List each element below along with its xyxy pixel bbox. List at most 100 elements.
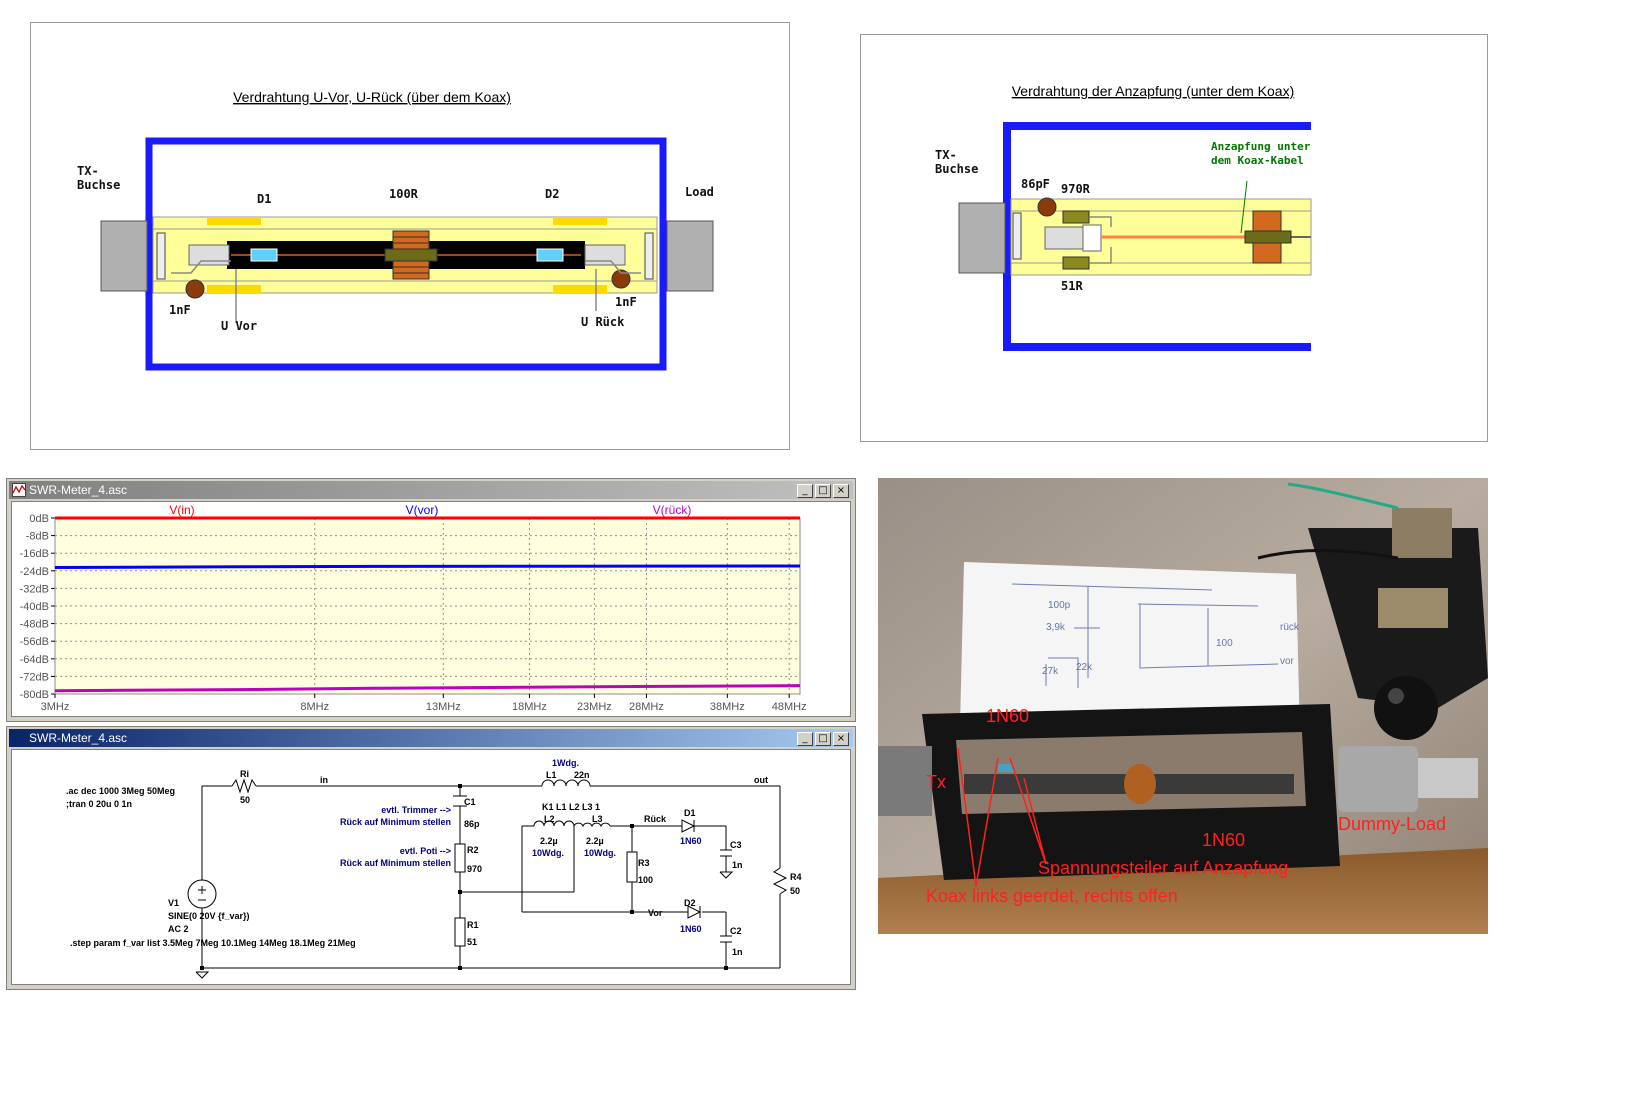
schematic-window: SWR-Meter_4.asc _ □ × bbox=[6, 726, 856, 990]
net-out: out bbox=[754, 775, 768, 785]
d2-label: D2 bbox=[684, 898, 696, 908]
tap-note: Anzapfung unter bbox=[1211, 140, 1311, 153]
photo-label-coax: Koax links geerdet, rechts offen bbox=[926, 886, 1178, 906]
pad bbox=[207, 285, 261, 293]
waveform-plot[interactable]: 0dB-8dB-16dB-24dB-32dB-40dB-48dB-56dB-64… bbox=[12, 502, 851, 717]
c2-label: C2 bbox=[730, 926, 742, 936]
l2-label: L2 bbox=[544, 814, 555, 824]
ri-label: Ri bbox=[240, 769, 249, 779]
minimize-button[interactable]: _ bbox=[797, 732, 813, 746]
schematic-window-title: SWR-Meter_4.asc bbox=[29, 731, 128, 745]
minimize-button[interactable]: _ bbox=[797, 484, 813, 498]
sketch-label: 100p bbox=[1048, 600, 1071, 611]
d2-label: D2 bbox=[545, 187, 559, 201]
tx-label: Buchse bbox=[935, 162, 978, 176]
c-right-label: 1nF bbox=[615, 295, 637, 309]
maximize-button[interactable]: □ bbox=[815, 484, 831, 498]
trace-line bbox=[54, 684, 801, 693]
tx-connector bbox=[100, 220, 148, 292]
c1-value: 86p bbox=[464, 819, 480, 829]
pencil-sketch bbox=[1011, 583, 1279, 688]
plot-window: SWR-Meter_4.asc _ □ × 0dB -8dB -16dB -24dB -… bbox=[6, 478, 856, 722]
d1-label: D1 bbox=[257, 192, 271, 206]
trace-legend-label[interactable]: V(rück) bbox=[653, 503, 692, 517]
r1-value: 51 bbox=[467, 937, 477, 947]
trace-line bbox=[54, 564, 801, 569]
pad bbox=[207, 217, 261, 225]
v1-ac: AC 2 bbox=[168, 924, 189, 934]
wiring-diagram-upper-drawing: Verdrahtung U-Vor, U-Rück (über dem Koax… bbox=[77, 89, 714, 371]
enclosure bbox=[1003, 122, 1311, 351]
photo-label-diode-top: 1N60 bbox=[986, 706, 1029, 726]
diagram-title: Verdrahtung der Anzapfung (unter dem Koa… bbox=[1012, 83, 1295, 99]
schematic-labels: .ac dec 1000 3Meg 50Meg ;tran 0 20u 0 1n… bbox=[66, 758, 802, 957]
sketch-label: 100 bbox=[1216, 638, 1233, 649]
u-rueck-label: U Rück bbox=[581, 315, 625, 329]
y-tick-label: 0dB bbox=[29, 513, 49, 525]
r4-label: R4 bbox=[790, 872, 802, 882]
y-tick-label: -48dB bbox=[20, 619, 49, 631]
directive-tran: ;tran 0 20u 0 1n bbox=[66, 799, 132, 809]
x-tick-label: 28MHz bbox=[629, 701, 664, 713]
wiring-diagram-upper: Verdrahtung U-Vor, U-Rück (über dem Koax… bbox=[30, 22, 790, 450]
trimmer-note: Rück auf Minimum stellen bbox=[340, 817, 451, 827]
tap-note: dem Koax-Kabel bbox=[1211, 154, 1304, 167]
trace-legend[interactable]: V(in) V(vor) V(rück) bbox=[169, 503, 691, 517]
d1-value: 1N60 bbox=[680, 836, 702, 846]
photo-label-tx: Tx bbox=[926, 772, 946, 792]
dummy-load-connector bbox=[1338, 746, 1418, 812]
maximize-button[interactable]: □ bbox=[815, 732, 831, 746]
directive-step: .step param f_var list 3.5Meg 7Meg 10.1M… bbox=[70, 938, 356, 948]
net-in: in bbox=[320, 775, 328, 785]
resistor-51r bbox=[1062, 256, 1090, 270]
trimmer-note: evtl. Trimmer --> bbox=[381, 805, 451, 815]
resistor-970r bbox=[1062, 210, 1090, 224]
close-button[interactable]: × bbox=[833, 484, 849, 498]
hardware-photo: 100p 3,9k 27k 22k 100 rück vor bbox=[878, 478, 1488, 934]
load-label: Load bbox=[685, 185, 714, 199]
y-tick-label: -40dB bbox=[20, 601, 49, 613]
diagram-title: Verdrahtung U-Vor, U-Rück (über dem Koax… bbox=[233, 89, 511, 105]
l1-note: 1Wdg. bbox=[552, 758, 579, 768]
l1-value: 22n bbox=[574, 770, 590, 780]
schematic[interactable]: .ac dec 1000 3Meg 50Meg ;tran 0 20u 0 1n… bbox=[12, 750, 851, 985]
toroid bbox=[1124, 764, 1156, 804]
v1-label: V1 bbox=[168, 898, 179, 908]
r4-value: 50 bbox=[790, 886, 800, 896]
l2-value: 2.2µ bbox=[540, 836, 558, 846]
y-tick-label: -24dB bbox=[20, 566, 49, 578]
wires bbox=[187, 778, 788, 979]
y-tick-label: -56dB bbox=[20, 636, 49, 648]
traces bbox=[54, 516, 801, 693]
key-knob bbox=[1374, 676, 1438, 740]
d2-value: 1N60 bbox=[680, 924, 702, 934]
cap-label: 86pF bbox=[1021, 177, 1050, 191]
y-tick-label: -8dB bbox=[26, 531, 49, 543]
r3-label: R3 bbox=[638, 858, 650, 868]
u-vor-label: U Vor bbox=[221, 319, 257, 333]
plot-window-titlebar[interactable]: SWR-Meter_4.asc _ □ × bbox=[9, 481, 853, 499]
schematic-window-titlebar[interactable]: SWR-Meter_4.asc _ □ × bbox=[9, 729, 853, 747]
wiring-diagram-tap: Verdrahtung der Anzapfung (unter dem Koa… bbox=[860, 34, 1488, 442]
c2-value: 1n bbox=[732, 947, 743, 957]
plot-window-title: SWR-Meter_4.asc bbox=[29, 483, 128, 497]
sketch-label: vor bbox=[1280, 656, 1295, 667]
trace-legend-label[interactable]: V(in) bbox=[169, 503, 194, 517]
close-button[interactable]: × bbox=[833, 732, 849, 746]
r3-value: 100 bbox=[638, 875, 653, 885]
wiring-diagram-tap-drawing: Verdrahtung der Anzapfung (unter dem Koa… bbox=[935, 83, 1312, 351]
y-tick-label: -16dB bbox=[20, 548, 49, 560]
x-tick-label: 8MHz bbox=[300, 701, 329, 713]
tx-label: TX- bbox=[77, 164, 99, 178]
directive-ac: .ac dec 1000 3Meg 50Meg bbox=[66, 786, 175, 796]
y-tick-label: -72dB bbox=[20, 671, 49, 683]
trace-legend-label[interactable]: V(vor) bbox=[406, 503, 439, 517]
poti-note: Rück auf Minimum stellen bbox=[340, 858, 451, 868]
c1-label: C1 bbox=[464, 797, 476, 807]
photo-label-diode-bottom: 1N60 bbox=[1202, 830, 1245, 850]
r2-label: R2 bbox=[467, 845, 479, 855]
poti-note: evtl. Poti --> bbox=[400, 846, 451, 856]
r1-label: R1 bbox=[467, 920, 479, 930]
l2-note: 10Wdg. bbox=[532, 848, 564, 858]
